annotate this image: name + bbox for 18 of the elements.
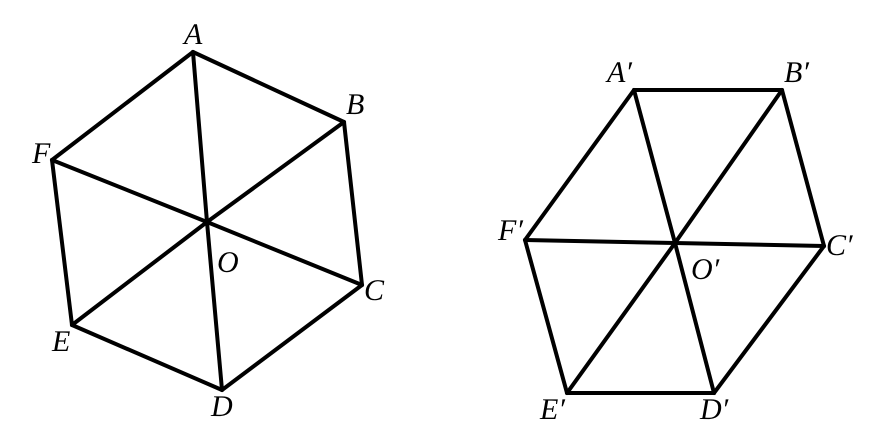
vertex-label: O [217,248,239,278]
vertex-label: E [52,327,70,357]
vertex-label: B′ [784,58,809,88]
vertex-label: D′ [700,395,728,425]
vertex-label: D [211,392,233,422]
vertex-label: F [32,139,50,169]
vertex-label: F′ [498,216,523,246]
vertex-label: A′ [607,58,632,88]
line-segment [565,391,716,395]
vertex-label: A [184,20,202,50]
line-segment [632,88,784,92]
vertex-label: O′ [691,255,720,285]
vertex-label: B [346,90,364,120]
line-segment [50,158,74,327]
line-segment [342,120,364,287]
vertex-label: C [364,276,384,306]
vertex-label: C′ [826,231,853,261]
vertex-label: E′ [540,395,565,425]
